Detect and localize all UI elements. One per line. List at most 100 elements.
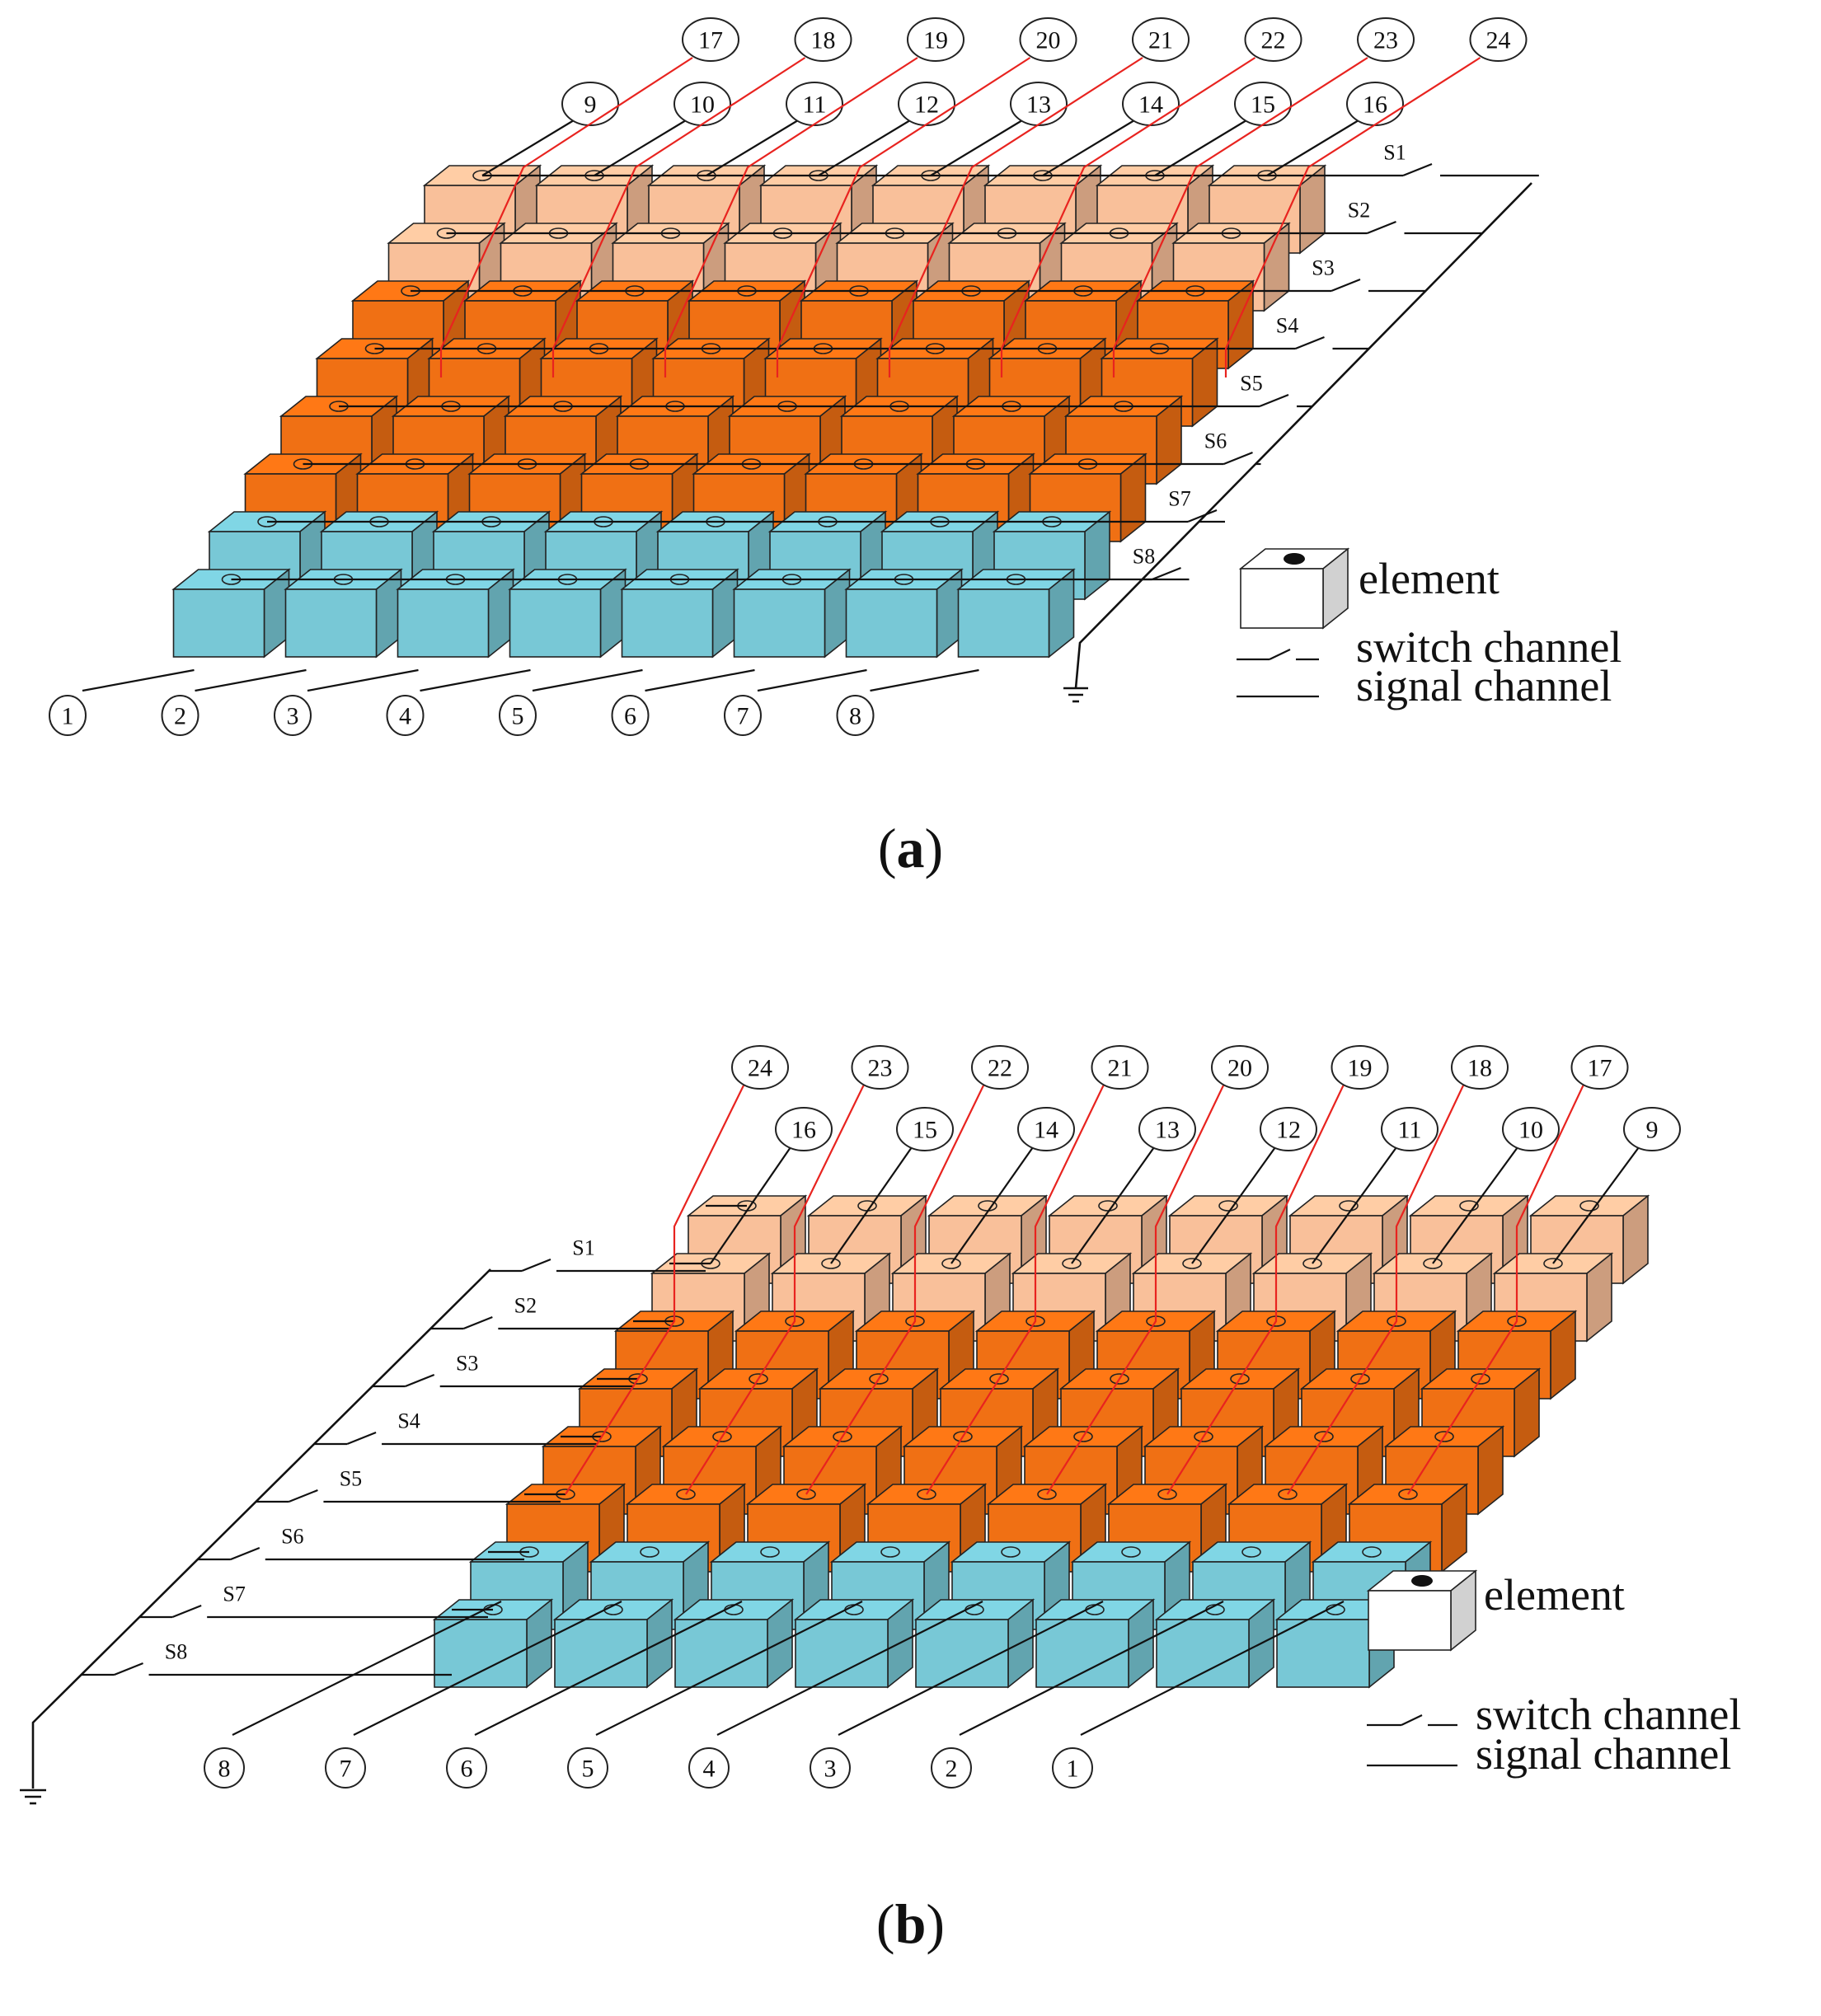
a-top-label-5-circle: [1132, 17, 1190, 62]
b-switch-s1-label: S1: [572, 1236, 594, 1260]
b-element-r8-c2: [552, 1598, 674, 1689]
b-switch-s2-blade: [462, 1315, 493, 1330]
b-mid-label-2: 15: [896, 1107, 954, 1151]
a-switch-s7-blade: [1187, 509, 1218, 523]
a-switch-s3-blade: [1331, 278, 1361, 293]
a-legend-switch-text: switch channel: [1356, 622, 1622, 672]
a-front-label-6-circle: [611, 695, 650, 736]
a-element-r8-c7: [844, 568, 964, 659]
a-top-label-2: 18: [794, 17, 852, 62]
b-front-lead-1: [232, 1601, 502, 1736]
b-front-label-1-circle: [204, 1747, 245, 1789]
b-top-label-1: 24: [731, 1045, 789, 1090]
a-bus-line: [1074, 182, 1532, 689]
b-switch-s8-label: S8: [165, 1640, 187, 1664]
b-element-r2-c3-mark: [941, 1258, 961, 1269]
caption-a: (a): [877, 817, 944, 879]
b-mid-label-1-text: 16: [791, 1117, 816, 1144]
a-top-lead-2: [551, 57, 806, 377]
a-top-label-3: 19: [907, 17, 964, 62]
a-front-label-2-circle: [161, 695, 199, 736]
a-top-label-3-text: 19: [923, 27, 948, 54]
b-top-label-5-text: 20: [1227, 1055, 1252, 1082]
a-switch-s8-blade: [1152, 566, 1181, 581]
a-front-lead-4: [420, 668, 531, 692]
b-element-r6-c4-mark: [917, 1489, 936, 1500]
b-top-label-1-text: 24: [748, 1055, 772, 1082]
b-top-label-1-circle: [731, 1045, 789, 1090]
b-switch-s5-blade: [289, 1489, 318, 1503]
b-element-r8-c1-front: [434, 1619, 528, 1688]
b-switch-s7-label: S7: [223, 1582, 245, 1606]
b-switch-s4-label: S4: [397, 1409, 420, 1433]
a-front-lead-7: [757, 668, 867, 692]
b-top-label-6: 19: [1331, 1045, 1389, 1090]
a-top-label-1-circle: [682, 17, 739, 62]
b-switch-s4: S4: [314, 1409, 597, 1446]
a-front-lead-6: [645, 668, 755, 692]
a-top-label-7-circle: [1357, 17, 1415, 62]
a-switch-s2-blade: [1367, 220, 1396, 235]
a-top-lead-3: [664, 57, 918, 377]
a-mid-lead-8: [1266, 120, 1359, 176]
b-front-lead-2: [353, 1601, 622, 1736]
b-mid-label-1: 16: [775, 1107, 833, 1151]
b-top-label-5: 20: [1211, 1045, 1269, 1090]
a-top-lead-8: [1224, 57, 1481, 377]
b-mid-label-8: 9: [1623, 1107, 1681, 1151]
b-front-label-3-circle: [446, 1747, 487, 1789]
a-element-r8-c1-front: [172, 588, 265, 658]
a-top-label-2-text: 18: [811, 27, 836, 54]
a-switch-s6-blade: [1223, 451, 1253, 466]
b-top-label-4-text: 21: [1108, 1055, 1133, 1082]
b-mid-label-6-circle: [1381, 1107, 1438, 1151]
b-element-r7-c7-mark: [1241, 1546, 1261, 1558]
b-top-lead-7: [1287, 1085, 1464, 1495]
b-front-label-1: 8: [204, 1747, 245, 1789]
b-front-label-2-circle: [325, 1747, 366, 1789]
b-top-lead-6: [1166, 1085, 1345, 1495]
a-mid-lead-1: [481, 120, 575, 176]
b-element-r5-c7-mark: [1314, 1431, 1334, 1442]
b-element-r7-c2-mark: [640, 1546, 659, 1558]
a-front-label-5-circle: [499, 695, 537, 736]
a-mid-lead-5: [930, 120, 1023, 176]
a-element-r8-c3-front: [397, 588, 490, 658]
b-top-label-2: 23: [851, 1045, 909, 1090]
a-switch-s8: S8: [1106, 545, 1190, 581]
b-element-r8-c5: [913, 1598, 1035, 1689]
b-top-lead-3: [805, 1085, 984, 1495]
b-top-label-8-text: 17: [1588, 1055, 1612, 1082]
a-mid-lead-3: [706, 120, 799, 176]
a-top-lead-1: [439, 57, 693, 377]
b-switch-s8-blade: [114, 1662, 143, 1676]
a-switch-s5-label: S5: [1240, 372, 1262, 396]
a-mid-label-2-text: 10: [690, 91, 715, 119]
a-element-r8-c8-front: [957, 588, 1050, 658]
b-mid-label-5-circle: [1260, 1107, 1317, 1151]
a-top-label-4-circle: [1019, 17, 1077, 62]
b-mid-label-4-text: 13: [1155, 1117, 1180, 1144]
b-front-label-8: 1: [1052, 1747, 1093, 1789]
a-top-label-4: 20: [1019, 17, 1077, 62]
b-top-label-3-text: 22: [988, 1055, 1012, 1082]
a-switch-s3: S3: [1286, 256, 1426, 293]
b-bus-line: [31, 1268, 491, 1789]
b-top-label-7: 18: [1451, 1045, 1509, 1090]
a-top-label-2-circle: [794, 17, 852, 62]
caption-b: (b): [875, 1892, 946, 1955]
b-front-label-1-text: 8: [218, 1756, 231, 1783]
a-top-label-7-text: 23: [1373, 27, 1398, 54]
a-front-label-1-text: 1: [62, 703, 74, 730]
a-front-label-2: 2: [161, 695, 199, 736]
b-switch-s4-blade: [346, 1431, 377, 1446]
a-switch-s7-label: S7: [1168, 487, 1190, 511]
caption-a-letter: a: [896, 817, 925, 879]
b-mid-lead-6: [1312, 1146, 1397, 1264]
a-switch-s4: S4: [1250, 314, 1369, 350]
b-legend-switch-l2: [1401, 1714, 1423, 1726]
b-front-label-6-circle: [810, 1747, 851, 1789]
